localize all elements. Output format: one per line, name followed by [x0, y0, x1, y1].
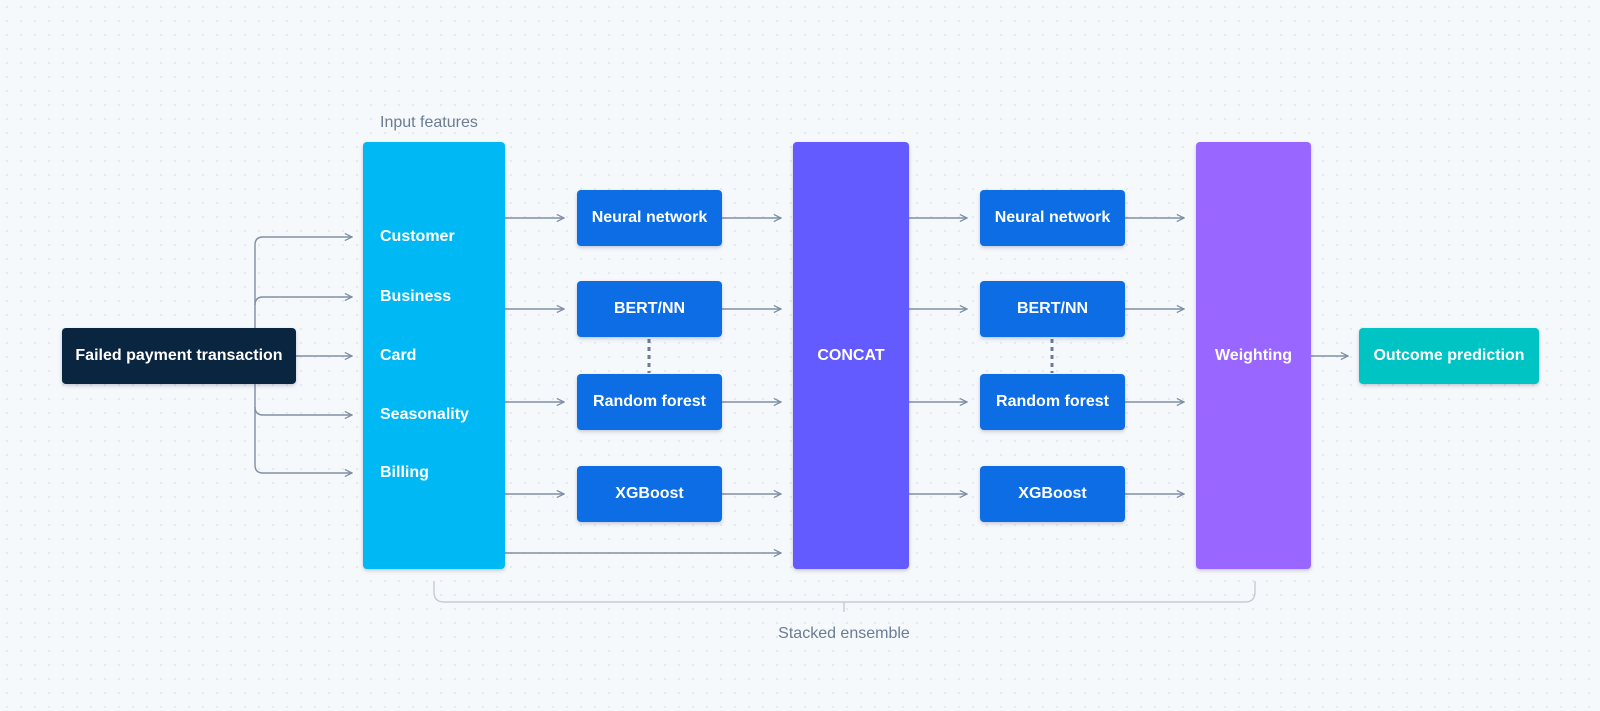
- feature-label-billing: Billing: [380, 464, 429, 481]
- weighting-label: Weighting: [1214, 346, 1293, 364]
- layer2-neural-network-node: Neural network: [980, 190, 1125, 246]
- failed-payment-transaction-node: Failed payment transaction: [62, 328, 296, 384]
- layer2-bert-nn-label: BERT/NN: [1016, 300, 1089, 317]
- source-fanout-connectors: [254, 237, 352, 473]
- layer1-bert-nn-node: BERT/NN: [577, 281, 722, 337]
- feature-label-customer: Customer: [380, 228, 455, 245]
- outcome-prediction-node: Outcome prediction: [1359, 328, 1539, 384]
- layer1-xgboost-label: XGBoost: [615, 485, 684, 502]
- layer1-neural-network-node: Neural network: [577, 190, 722, 246]
- feature-label-card: Card: [380, 347, 417, 364]
- layer1-random-forest-node: Random forest: [577, 374, 722, 430]
- input-features-panel: [363, 142, 505, 569]
- outcome-prediction-label: Outcome prediction: [1373, 347, 1525, 364]
- layer2-random-forest-node: Random forest: [980, 374, 1125, 430]
- concat-node: CONCAT: [793, 142, 909, 569]
- ensemble-bracket: [433, 581, 1256, 612]
- input-features-title: Input features: [380, 114, 478, 131]
- layer1-xgboost-node: XGBoost: [577, 466, 722, 522]
- layer2-random-forest-label: Random forest: [996, 393, 1109, 410]
- feature-label-seasonality: Seasonality: [380, 406, 469, 423]
- feature-to-model-connectors: [505, 218, 781, 553]
- stacked-ensemble-caption: Stacked ensemble: [778, 625, 910, 642]
- layer2-bert-nn-node: BERT/NN: [980, 281, 1125, 337]
- layer2-xgboost-node: XGBoost: [980, 466, 1125, 522]
- weighting-node: Weighting: [1196, 142, 1311, 569]
- model-to-weighting-connectors: [1125, 218, 1184, 494]
- concat-to-model-connectors: [909, 218, 967, 494]
- layer1-random-forest-label: Random forest: [593, 393, 706, 410]
- concat-label: CONCAT: [817, 346, 885, 364]
- feature-label-business: Business: [380, 288, 452, 305]
- model-to-concat-connectors: [722, 218, 781, 494]
- layer2-xgboost-label: XGBoost: [1018, 485, 1087, 502]
- failed-payment-transaction-label: Failed payment transaction: [75, 347, 283, 364]
- layer1-bert-nn-label: BERT/NN: [613, 300, 686, 317]
- layer1-neural-network-label: Neural network: [591, 209, 708, 226]
- layer2-neural-network-label: Neural network: [994, 209, 1111, 226]
